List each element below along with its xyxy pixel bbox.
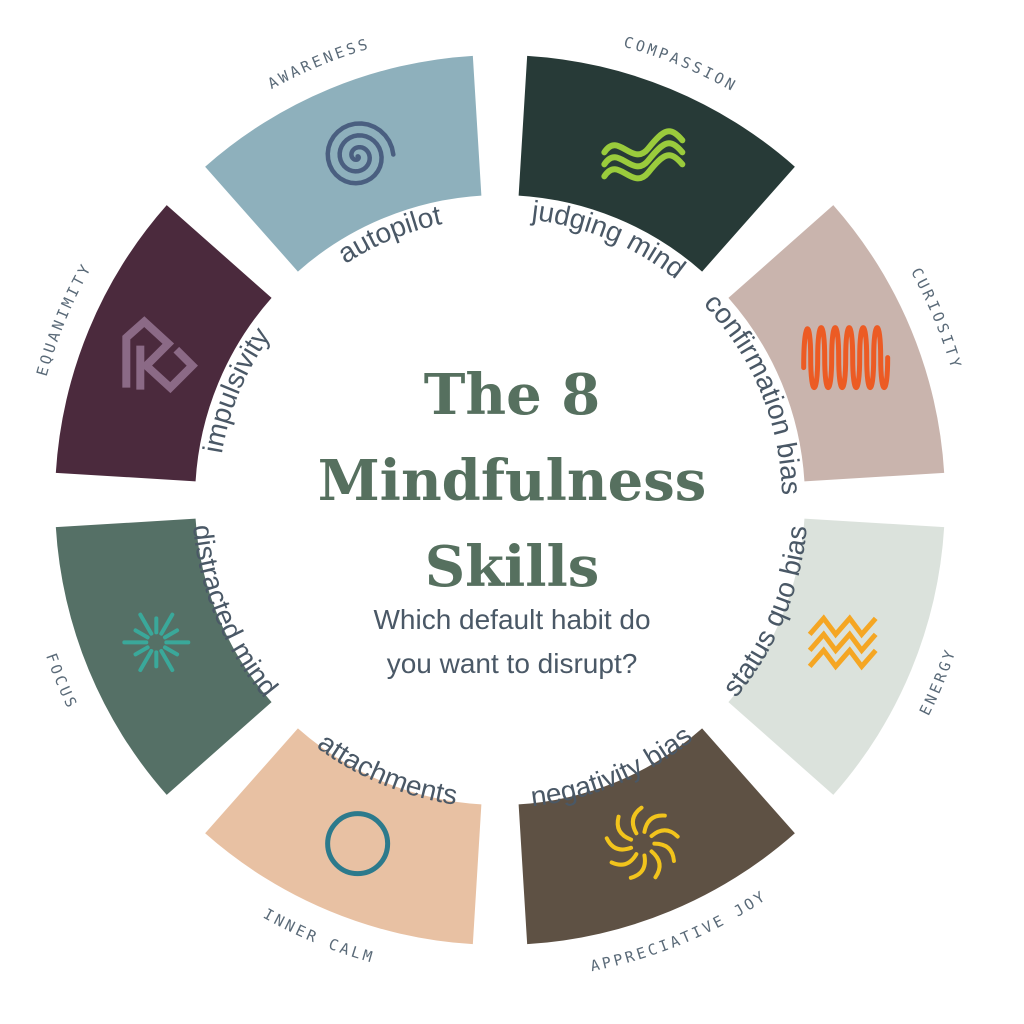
title-line-2: Mindfulness [317,448,707,514]
segment-band [728,518,945,795]
circle-icon [325,811,391,877]
zigzag-icon [807,614,878,671]
sun-swirl-icon [604,805,680,880]
maze-icon [122,316,198,394]
double-wave-icon [601,128,686,182]
subtitle-line-1: Which default habit do [373,604,651,635]
segment-band [518,728,795,945]
page-title: The 8 Mindfulness Skills [262,352,762,610]
subtitle: Which default habit do you want to disru… [282,598,742,686]
spiral-icon [325,121,396,186]
starburst-icon [122,612,191,673]
segment-band [205,728,482,945]
title-line-3: Skills [424,534,600,600]
title-line-1: The 8 [423,362,601,428]
squiggle-icon [801,325,891,391]
skill-label: ENERGY [916,645,960,718]
skill-label: FOCUS [42,651,81,713]
subtitle-line-2: you want to disrupt? [386,648,638,679]
